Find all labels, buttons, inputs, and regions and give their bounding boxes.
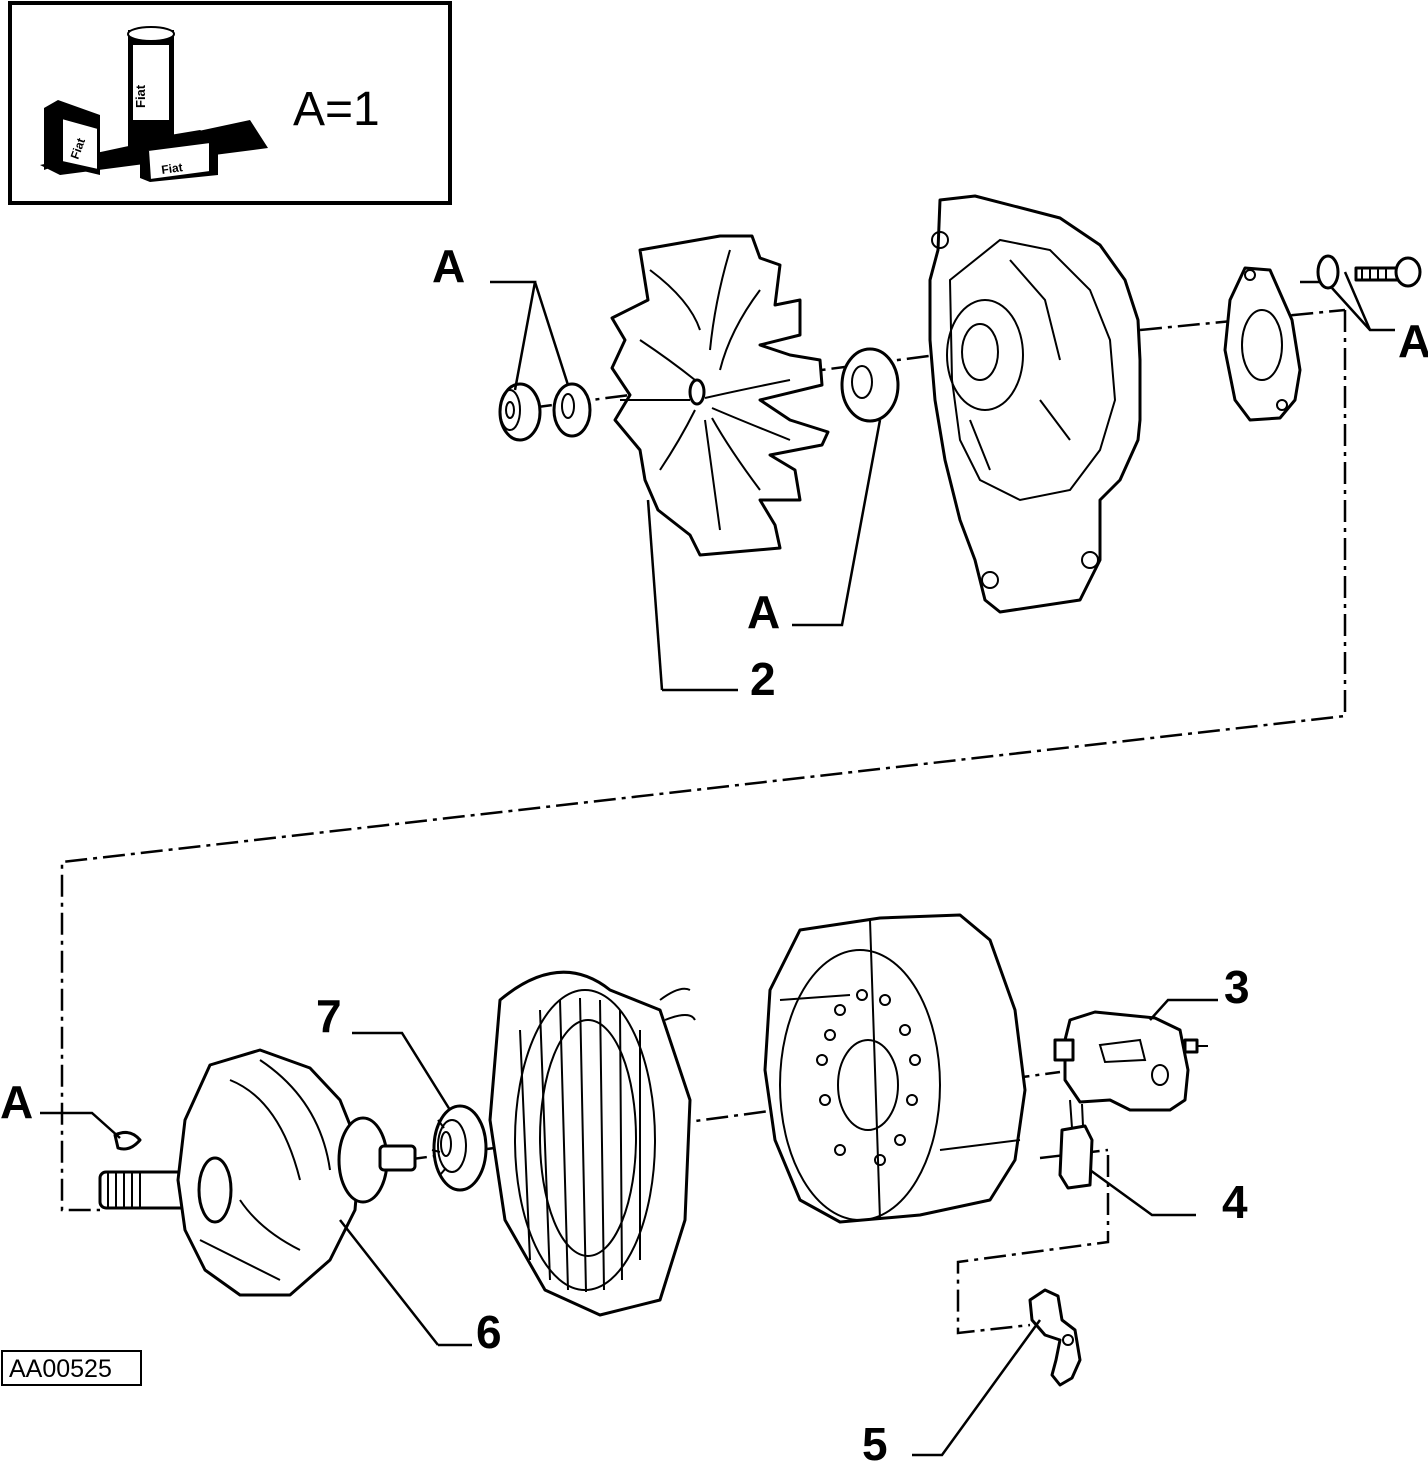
callout-labels: A A A A 2 3 4 5 6 7	[0, 240, 1428, 1468]
cooling-fan	[610, 234, 830, 557]
rotor	[98, 1048, 417, 1297]
callout-6: 6	[476, 1306, 502, 1358]
brush	[1028, 1288, 1082, 1387]
sealant-icon: Fiat Fiat Fiat	[40, 26, 268, 182]
figure-code: AA00525	[9, 1355, 112, 1383]
callout-a-screw: A	[1398, 315, 1428, 367]
slip-ring-end-housing	[763, 913, 1027, 1224]
vent-holes	[816, 989, 921, 1166]
box-left-label: Fiat	[68, 136, 88, 161]
callout-4: 4	[1222, 1176, 1248, 1228]
voltage-regulator	[1053, 1010, 1208, 1112]
nut	[498, 382, 542, 442]
washer-small	[1316, 254, 1340, 290]
leader-lines	[40, 271, 1395, 1457]
callout-a-key: A	[0, 1076, 33, 1128]
ball-bearing	[431, 1104, 488, 1192]
legend-equation: A=1	[293, 83, 380, 136]
woodruff-key	[113, 1130, 142, 1151]
brush-holder	[1058, 1099, 1094, 1190]
stator	[488, 970, 696, 1317]
drive-end-shield	[928, 194, 1142, 614]
callout-2: 2	[750, 653, 776, 705]
callout-a-spacer: A	[747, 586, 780, 638]
box-right-label: Fiat	[160, 160, 183, 177]
spring-washer	[552, 382, 592, 438]
legend-box: Fiat Fiat Fiat A=1	[8, 1, 452, 205]
callout-5: 5	[862, 1418, 888, 1468]
spacer	[840, 347, 900, 423]
callout-3: 3	[1224, 961, 1250, 1013]
can-label: Fiat	[133, 84, 148, 108]
bearing-retainer-plate	[1223, 266, 1302, 422]
callout-7: 7	[316, 990, 342, 1042]
figure-code-box: AA00525	[1, 1350, 142, 1386]
screw	[1354, 256, 1422, 288]
callout-a-nut: A	[432, 240, 465, 292]
